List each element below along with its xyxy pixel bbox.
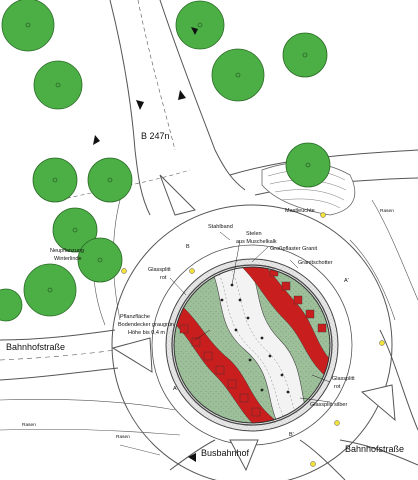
tree bbox=[175, 0, 225, 50]
label-glassplitt-rot-se-2: rot bbox=[334, 384, 341, 390]
tree bbox=[87, 157, 133, 203]
label-glassplitt-rot-nw-1: Glassplitt bbox=[148, 267, 171, 273]
label-glassplitt-rot-se-1: Glassplitt bbox=[332, 376, 355, 382]
label-rasen-ne: Rasen bbox=[380, 208, 394, 214]
arrow-icon bbox=[178, 90, 186, 100]
splitter-island-north bbox=[159, 174, 196, 216]
label-rasen-sw-a: Rasen bbox=[22, 422, 36, 428]
section-marker-b-top: B bbox=[186, 244, 190, 250]
tree bbox=[23, 263, 77, 317]
section-marker-a-right: A' bbox=[344, 278, 349, 284]
trees bbox=[0, 0, 331, 322]
label-pflanzflaeche-2: Bodendecker graugrün bbox=[118, 322, 174, 328]
road-label-busbahnhof: Busbahnhof bbox=[201, 448, 250, 458]
section-marker-a-left: A bbox=[173, 386, 177, 392]
silver-gravel-band bbox=[199, 267, 321, 423]
road-label-bahnhofstrasse-west: Bahnhofstraße bbox=[6, 342, 65, 352]
roundabout-center-island bbox=[165, 258, 339, 432]
tree-center-marks bbox=[25, 22, 311, 293]
tree bbox=[285, 142, 331, 188]
tree bbox=[1, 0, 55, 52]
label-granitschotter: Granitschotter bbox=[298, 260, 333, 266]
stelen-markers bbox=[220, 283, 290, 394]
label-mastleuchte: Mastleuchte bbox=[285, 208, 315, 214]
label-stelen-2: aus Muschelkalk bbox=[236, 239, 277, 245]
splitter-island-east bbox=[360, 384, 396, 422]
tree bbox=[52, 207, 98, 253]
red-band-west-teeth bbox=[174, 311, 261, 417]
tree bbox=[33, 60, 83, 110]
label-winterlinde: Winterlinde bbox=[54, 256, 82, 262]
leader-lines bbox=[169, 231, 331, 403]
red-band-east-teeth bbox=[269, 267, 330, 349]
label-stahlband: Stahlband bbox=[208, 224, 233, 230]
section-marker-b-bottom: B' bbox=[289, 432, 294, 438]
tree bbox=[282, 32, 328, 78]
tree bbox=[77, 237, 123, 283]
arrow-icon bbox=[136, 100, 144, 110]
tree bbox=[211, 48, 265, 102]
lamp-markers bbox=[121, 212, 385, 467]
label-pflanzflaeche-1: Pflanzfläche bbox=[120, 314, 150, 320]
label-glassplitt-silber: Glassplitt silber bbox=[310, 402, 347, 408]
arrow-icon bbox=[93, 135, 100, 145]
arrow-icon bbox=[191, 27, 198, 35]
road-label-b247n: B 247n bbox=[141, 131, 170, 141]
arrow-icon bbox=[188, 453, 196, 462]
direction-arrows bbox=[93, 27, 198, 462]
label-stelen-1: Stelen bbox=[246, 231, 262, 237]
red-gravel-band-east bbox=[239, 267, 330, 381]
tree bbox=[32, 157, 78, 203]
splitter-island-south bbox=[229, 439, 259, 472]
label-glassplitt-rot-nw-2: rot bbox=[160, 275, 167, 281]
label-neupflanzung: Neupflanzung bbox=[50, 248, 84, 254]
road-label-bahnhofstrasse-east: Bahnhofstraße bbox=[345, 444, 404, 454]
label-pflanzflaeche-3: Höhe bis 0,4 m bbox=[128, 330, 165, 336]
label-rasen-sw-b: Rasen bbox=[116, 434, 130, 440]
label-grosspflaster-granit: Großpflaster Granit bbox=[270, 246, 318, 252]
splitter-island-west bbox=[111, 337, 153, 373]
tree bbox=[0, 288, 23, 322]
